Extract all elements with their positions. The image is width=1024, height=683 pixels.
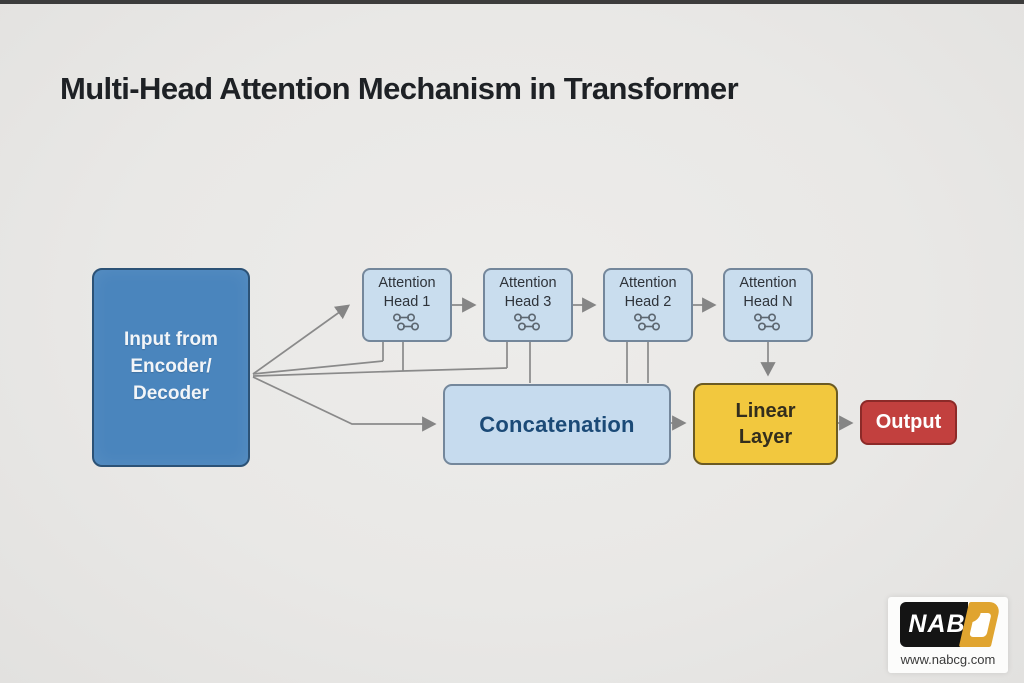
website-url: www.nabcg.com (900, 652, 996, 667)
bag-icon (969, 612, 990, 637)
nab-logo-gold-shape (958, 602, 1001, 647)
line-input-to-head1-stub (252, 360, 384, 375)
top-border-strip (0, 0, 1024, 4)
arrow-input-to-head1 (252, 304, 351, 375)
attention-head-3-box: Attention Head 3 (483, 268, 573, 342)
output-label: Output (875, 411, 942, 433)
nabcg-logo: NAB www.nabcg.com (888, 597, 1008, 673)
attention-head-2-label: Attention Head 2 (619, 275, 677, 310)
nodes-icon (753, 313, 780, 331)
output-box: Output (860, 400, 957, 445)
attention-head-1-label: Attention Head 1 (378, 275, 436, 310)
attention-head-2-box: Attention Head 2 (603, 268, 693, 342)
concatenation-box: Concatenation (443, 384, 671, 465)
nodes-icon (392, 313, 419, 331)
attention-head-3-label: Attention Head 3 (499, 275, 557, 310)
attention-head-n-label: Attention Head N (739, 275, 797, 310)
page-title: Multi-Head Attention Mechanism in Transf… (60, 70, 739, 106)
linear-layer-box: Linear Layer (693, 383, 838, 465)
nodes-icon (633, 313, 660, 331)
attention-head-1-box: Attention Head 1 (362, 268, 452, 342)
concatenation-label: Concatenation (479, 411, 635, 437)
nab-logo-mark: NAB (900, 602, 1001, 647)
line-input-to-head3-stub (252, 367, 508, 377)
input-encoder-decoder-box: Input from Encoder/ Decoder (92, 268, 250, 467)
nab-logo-text: NAB (900, 602, 968, 647)
linear-layer-label: Linear Layer (735, 400, 796, 448)
input-box-label: Input from Encoder/ Decoder (124, 329, 218, 404)
arrow-input-to-concat (252, 376, 437, 432)
attention-head-n-box: Attention Head N (723, 268, 813, 342)
nodes-icon (513, 313, 540, 331)
